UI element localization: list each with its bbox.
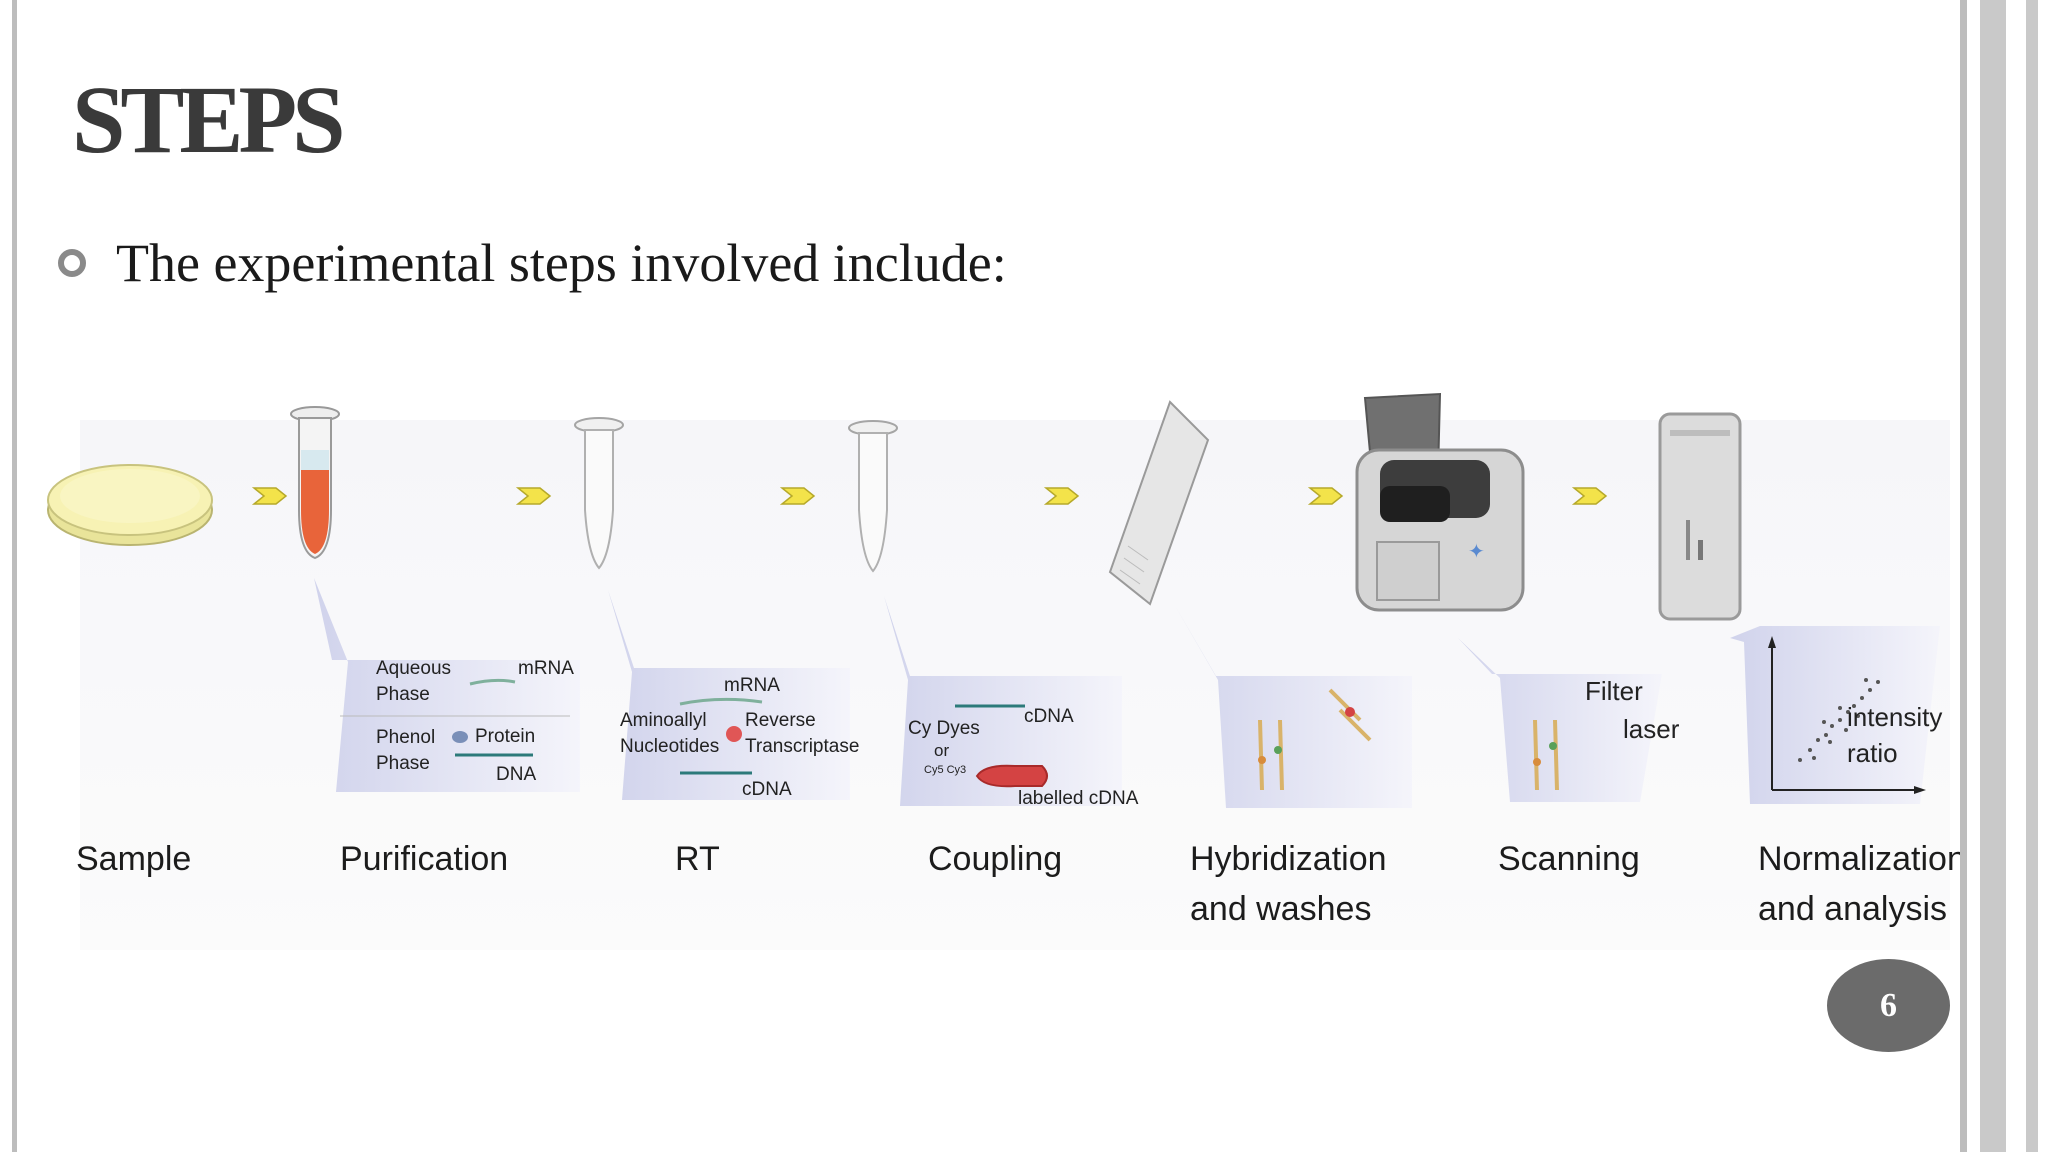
aminoallyl-label-line2: Nucleotides — [620, 736, 719, 757]
test-tube-empty-icon — [574, 417, 624, 570]
step-label-scanning: Scanning — [1498, 840, 1640, 878]
rt-mrna-label: mRNA — [724, 675, 780, 696]
step-label-rt: RT — [675, 840, 720, 878]
step-label-normalization: Normalization — [1758, 840, 1960, 878]
slide-border-left — [12, 0, 17, 1152]
arrow-icon — [779, 487, 816, 505]
slide-border-edge — [2026, 0, 2038, 1152]
laser-label: laser — [1623, 714, 1680, 744]
step-label-purification: Purification — [340, 840, 508, 878]
step-label-hybridization: Hybridization — [1190, 840, 1387, 878]
phenol-phase-label: Phenol — [376, 727, 435, 748]
filter-label: Filter — [1585, 676, 1643, 706]
aqueous-phase-label-line2: Phase — [376, 684, 430, 705]
reverse-transcriptase-label-line2: Transcriptase — [745, 736, 859, 757]
cy5-cy3-label: Cy5 Cy3 — [924, 764, 966, 776]
test-tube-red-icon — [290, 406, 340, 560]
intensity-label: intensity — [1847, 702, 1942, 732]
protein-icon — [452, 731, 468, 743]
test-tube-empty-icon — [848, 420, 898, 573]
bullet-text: The experimental steps involved include: — [116, 233, 1007, 293]
arrow-icon — [1307, 487, 1344, 505]
step-label-coupling: Coupling — [928, 840, 1062, 878]
purification-callout: Aqueous Phase mRNA Phenol Phase Protein … — [314, 578, 580, 792]
arrow-icon — [1043, 487, 1080, 505]
scatter-cloud — [1798, 678, 1880, 762]
microarray-slide-icon — [1108, 400, 1210, 606]
scanning-callout: Filter laser — [1458, 638, 1680, 802]
aminoallyl-label: Aminoallyl — [620, 710, 707, 731]
arrow-icon — [251, 487, 288, 505]
scanner-device-icon: ✦ — [1355, 392, 1525, 612]
page-number-badge: 6 — [1827, 959, 1950, 1052]
step-label-hybridization-line2: and washes — [1190, 890, 1371, 928]
rt-callout: mRNA Aminoallyl Nucleotides Reverse Tran… — [608, 590, 859, 800]
labelled-cdna-icon — [975, 764, 1048, 788]
dna-label: DNA — [496, 764, 536, 785]
step-labels: Sample Purification RT Coupling Hybridiz… — [76, 840, 1960, 928]
reverse-transcriptase-icon — [726, 726, 742, 742]
mrna-label: mRNA — [518, 658, 574, 679]
step-label-sample: Sample — [76, 840, 191, 878]
svg-text:✦: ✦ — [1468, 539, 1485, 563]
ratio-label: ratio — [1847, 738, 1898, 768]
step-label-normalization-line2: and analysis — [1758, 890, 1947, 928]
computer-tower-icon — [1658, 412, 1742, 621]
phenol-phase-label-line2: Phase — [376, 753, 430, 774]
arrow-icon — [1571, 487, 1608, 505]
slide-border-right-outer — [1980, 0, 2006, 1152]
rt-cdna-label: cDNA — [742, 779, 792, 800]
aqueous-phase-label: Aqueous — [376, 658, 451, 679]
petri-dish-icon — [47, 464, 213, 546]
reverse-transcriptase-label: Reverse — [745, 710, 816, 731]
arrow-icon — [515, 487, 552, 505]
or-label: or — [934, 741, 949, 760]
microarray-workflow-diagram: ✦ Aqueous Phase mRNA Phenol Phase Protei… — [47, 392, 1960, 950]
hollow-circle-bullet-icon — [58, 249, 86, 277]
coupling-cdna-label: cDNA — [1024, 706, 1074, 727]
cy-dyes-label: Cy Dyes — [908, 718, 980, 739]
slide-border-right — [1960, 0, 1967, 1152]
analysis-callout: intensity ratio — [1730, 626, 1942, 804]
bullet-item: The experimental steps involved include: — [58, 232, 1007, 294]
labelled-cdna-label: labelled cDNA — [1018, 788, 1139, 809]
slide-title: STEPS — [72, 66, 345, 173]
coupling-callout: cDNA Cy Dyes or Cy5 Cy3 labelled cDNA — [884, 596, 1139, 809]
hybridization-callout — [1174, 604, 1412, 808]
protein-label: Protein — [475, 726, 535, 747]
